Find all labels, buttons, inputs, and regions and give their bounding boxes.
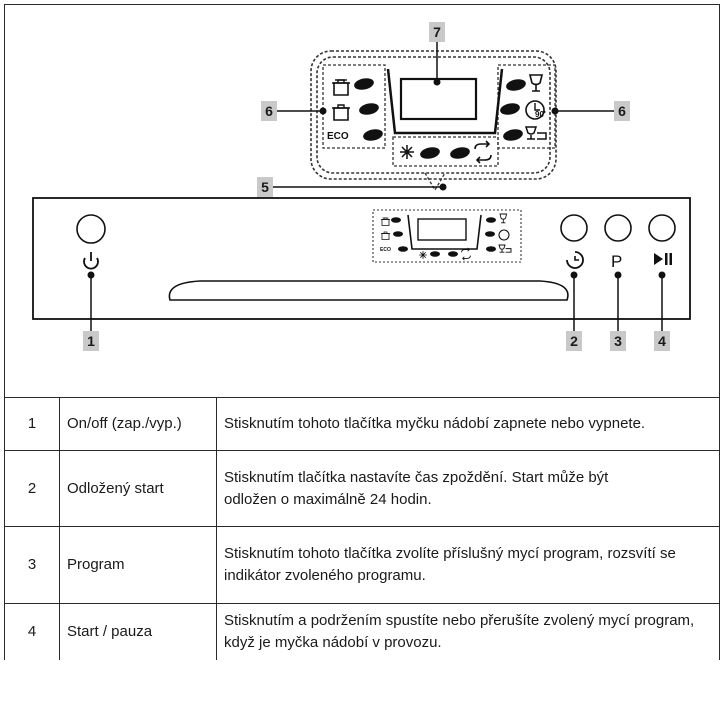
pot-with-lid-icon xyxy=(331,79,351,96)
pot-icon xyxy=(331,104,351,121)
control-panel-diagram: ECO 90' 7 6 6 5 xyxy=(4,4,720,398)
eco-label: ECO xyxy=(327,131,349,142)
start-pause-button[interactable] xyxy=(648,214,676,242)
row-number: 3 xyxy=(4,526,60,604)
cycle-icon xyxy=(474,140,492,164)
callout-6-right: 6 xyxy=(618,103,626,119)
table-row: 3 Program Stisknutím tohoto tlačítka zvo… xyxy=(4,526,720,604)
callout-6-left: 6 xyxy=(265,103,273,119)
program-icon: P xyxy=(611,252,622,271)
star-icon xyxy=(399,144,415,160)
button-legend-table: 1 On/off (zap./vyp.) Stisknutím tohoto t… xyxy=(4,397,720,660)
callout-1: 1 xyxy=(87,333,95,349)
row-name: Odložený start xyxy=(59,450,217,527)
row-name: Start / pauza xyxy=(59,603,217,660)
callout-5: 5 xyxy=(261,179,269,195)
table-row: 2 Odložený start Stisknutím tlačítka nas… xyxy=(4,450,720,527)
enlarged-display-panel: ECO 90' xyxy=(310,50,557,192)
svg-text:90': 90' xyxy=(535,110,546,119)
callout-2: 2 xyxy=(570,333,578,349)
program-button[interactable] xyxy=(604,214,632,242)
row-number: 1 xyxy=(4,397,60,451)
svg-text:ECO: ECO xyxy=(380,247,391,253)
callout-3: 3 xyxy=(614,333,622,349)
row-description: Stisknutím a podržením spustíte nebo pře… xyxy=(216,603,720,660)
row-name: On/off (zap./vyp.) xyxy=(59,397,217,451)
row-number: 4 xyxy=(4,603,60,660)
row-name: Program xyxy=(59,526,217,604)
glass-icon xyxy=(529,74,543,92)
row-number: 2 xyxy=(4,450,60,527)
lcd-display xyxy=(399,77,478,121)
table-row: 4 Start / pauza Stisknutím a podržením s… xyxy=(4,603,720,660)
table-row: 1 On/off (zap./vyp.) Stisknutím tohoto t… xyxy=(4,397,720,451)
callout-7: 7 xyxy=(433,24,441,40)
delay-start-button[interactable] xyxy=(560,214,588,242)
quick-program-icon: 90' xyxy=(525,100,546,120)
power-icon xyxy=(83,252,99,270)
row-description: Stisknutím tohoto tlačítka zvolíte přísl… xyxy=(216,526,720,604)
power-button[interactable] xyxy=(76,214,106,244)
door-handle xyxy=(168,280,569,301)
row-description: Stisknutím tohoto tlačítka myčku nádobí … xyxy=(216,397,720,451)
mini-display-panel: ECO xyxy=(372,209,522,263)
glass-and-plate-icon xyxy=(524,126,547,140)
row-description: Stisknutím tlačítka nastavíte čas zpoždě… xyxy=(216,450,720,527)
callout-4: 4 xyxy=(658,333,666,349)
dishwasher-front-panel xyxy=(32,197,691,320)
play-pause-icon xyxy=(654,253,672,265)
